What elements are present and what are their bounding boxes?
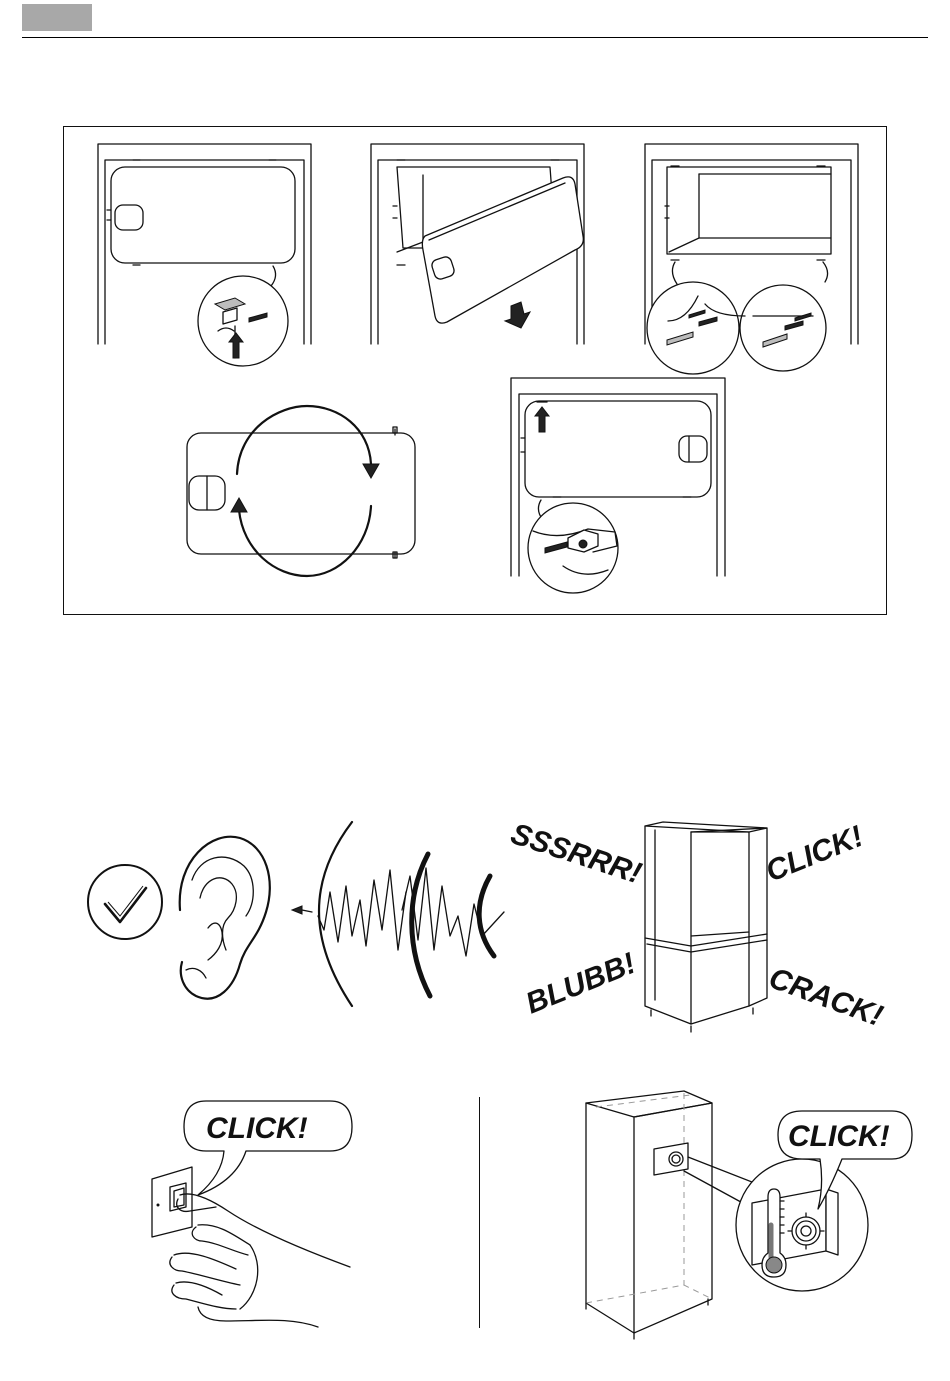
thermostat-click-text: CLICK! [788,1120,890,1153]
ear-sound-illustration [80,820,410,1020]
sound-wave-icon [292,822,406,1006]
click-speech-bubble: CLICK! [184,1101,352,1195]
checkmark-icon [88,865,162,939]
header-rule [22,37,928,38]
sound-click: CLICK! [761,820,868,889]
fridge-freezer-icon [645,822,767,1032]
switch-click-text: CLICK! [206,1112,308,1145]
hand-icon [170,1194,350,1327]
fridge-sounds-illustration: SSSRRR! CLICK! BLUBB! CRACK! [505,810,885,1050]
step2-panel [371,144,584,344]
step4-panel [187,406,415,576]
wall-switch-icon [152,1167,192,1237]
step1-panel [98,144,311,366]
figure-divider [479,1097,480,1328]
thermostat-detail [736,1159,868,1291]
sound-blubb: BLUBB! [521,947,640,1021]
switch-click-illustration: CLICK! [140,1095,370,1330]
thermostat-click-illustration: CLICK! [580,1085,920,1335]
door-reversal-figure [63,126,887,615]
sound-sssrrr: SSSRRR! [507,817,646,890]
step5-panel [511,378,725,593]
step3-panel [645,144,858,374]
page-header-tab [22,4,92,31]
sound-wave-continuation [400,840,505,1015]
refrigerator-icon [586,1091,712,1339]
ear-icon [180,837,270,999]
sound-crack: CRACK! [765,962,887,1033]
